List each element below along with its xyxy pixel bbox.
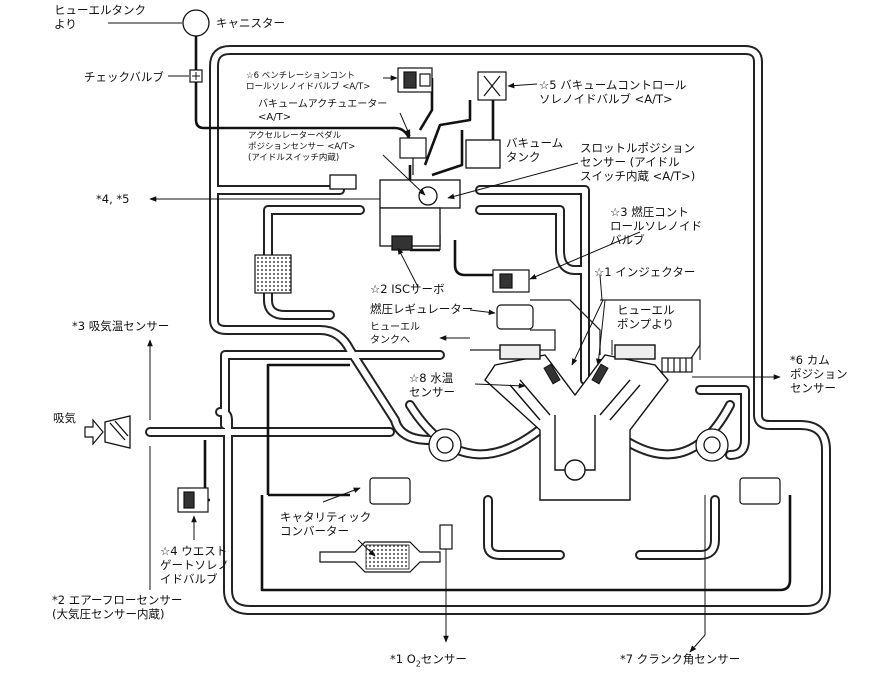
label-ref-4-5: *4, *5 xyxy=(96,192,130,206)
label-throttle-position-sensor: スロットルポジション センサー (アイドル スイッチ内蔵 <A/T>) xyxy=(580,141,696,183)
catalytic-converter xyxy=(319,541,441,573)
leader-lines xyxy=(108,22,781,653)
canister xyxy=(182,9,210,37)
ventilation-solenoid-valve xyxy=(397,67,433,93)
label-fuel-pressure-solenoid: ☆3 燃圧コント ロールソレノイド バルブ xyxy=(610,205,702,247)
vacuum-control-solenoid-valve xyxy=(477,71,507,101)
label-water-temp-sensor: ☆8 水温 センサー xyxy=(409,371,455,399)
intake-pipes xyxy=(145,45,831,615)
label-fuel-pressure-regulator: 燃圧レギュレーター xyxy=(370,302,474,316)
label-intake-temp-sensor: *3 吸気温センサー xyxy=(72,319,170,333)
label-air-flow-sensor: *2 エアーフローセンサー (大気圧センサー内蔵) xyxy=(52,593,183,621)
vacuum-actuator xyxy=(399,137,427,175)
label-crank-angle-sensor: *7 クランク角センサー xyxy=(620,652,741,666)
engine-block xyxy=(484,344,669,501)
label-injector: ☆1 インジェクター xyxy=(594,265,696,279)
label-o2-sensor: *1 O2センサー xyxy=(390,652,467,671)
label-cam-position-sensor: *6 カム ポジション センサー xyxy=(790,353,848,395)
label-ventilation-solenoid: ☆6 ベンチレーションコント ロールソレノイドバルブ <A/T> xyxy=(246,71,371,92)
check-valve xyxy=(189,69,203,83)
injectors xyxy=(543,363,609,385)
turbochargers xyxy=(428,428,729,462)
label-catalytic-converter: キャタリティック コンバーター xyxy=(280,510,372,538)
label-check-valve: チェックバルブ xyxy=(84,70,164,84)
wastegate-solenoid-valve xyxy=(177,487,209,513)
exhaust-components xyxy=(369,477,781,550)
label-to-fuel-tank: ヒューエル タンクへ xyxy=(370,322,420,346)
o2-prefix: *1 O xyxy=(390,652,416,666)
label-canister: キャニスター xyxy=(216,16,285,30)
o2-suffix: センサー xyxy=(420,652,467,666)
label-vacuum-control-solenoid: ☆5 バキュームコントロール ソレノイドバルブ <A/T> xyxy=(539,78,687,106)
label-fuel-tank-from: ヒューエルタンク より xyxy=(54,3,146,31)
intake-arrow xyxy=(84,418,104,446)
fuel-lines xyxy=(439,235,701,361)
fuel-pressure-regulator xyxy=(496,304,534,330)
intercooler xyxy=(254,254,292,294)
cam-position-sensor xyxy=(661,357,693,373)
vacuum-tank xyxy=(465,139,501,169)
label-vacuum-actuator: バキュームアクチュエーター <A/T> xyxy=(258,99,388,123)
label-intake: 吸気 xyxy=(53,411,76,425)
label-vacuum-tank: バキューム タンク xyxy=(506,136,564,164)
label-wastegate-solenoid: ☆4 ウエスト ゲートソレノ イドバルブ xyxy=(160,544,229,586)
label-fuel-pump-from: ヒューエル ポンプより xyxy=(617,303,675,331)
air-flow-sensor xyxy=(104,415,131,449)
label-accel-pedal-sensor: アクセルレーターペダル ポジションセンサー <A/T> (アイドルスイッチ内蔵) xyxy=(248,131,356,163)
fuel-pressure-solenoid-valve xyxy=(492,269,530,293)
label-isc-servo: ☆2 ISCサーボ xyxy=(370,282,445,296)
o2-subscript: 2 xyxy=(415,659,421,669)
